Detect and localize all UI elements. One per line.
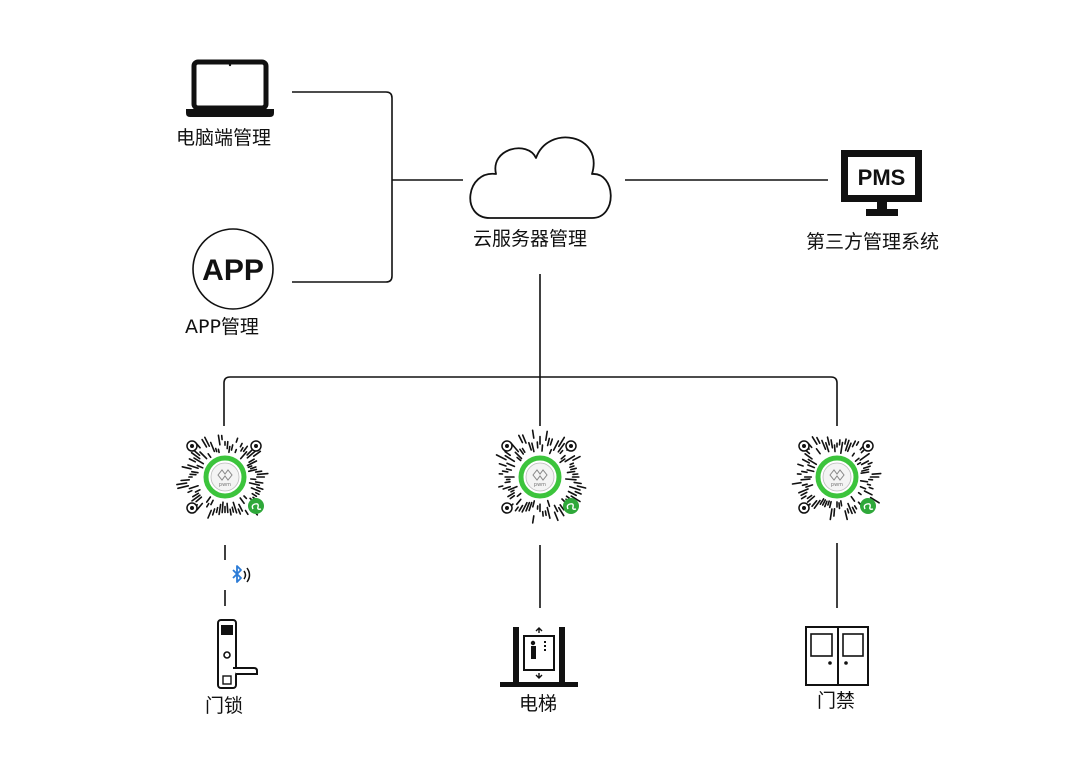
- access-control-label: 门禁: [817, 690, 856, 712]
- door-lock-label: 门锁: [205, 695, 244, 717]
- device-bus-line: [223, 376, 838, 426]
- elevator-label: 电梯: [519, 693, 558, 715]
- cloud-server-label: 云服务器管理: [473, 228, 588, 250]
- third-party-system-label: 第三方管理系统: [806, 231, 940, 253]
- app-management-label: APP管理: [185, 316, 259, 338]
- pc-link-line: [292, 91, 393, 283]
- pc-management-label: 电脑端管理: [176, 127, 272, 149]
